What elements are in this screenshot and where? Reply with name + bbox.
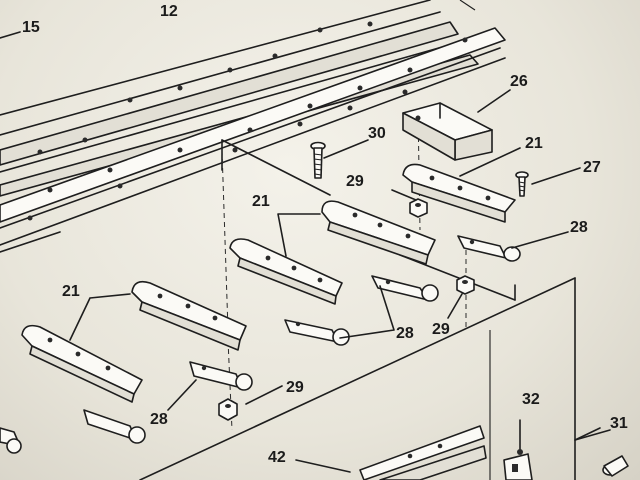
part-28-hinge-mid	[371, 275, 439, 302]
part-29-nut-right	[456, 275, 475, 295]
part-28-hinge-far-left	[0, 427, 22, 454]
callout-28-right: 28	[570, 219, 588, 236]
part-29-nut-upper	[409, 198, 428, 218]
callout-28-mid: 28	[396, 325, 414, 342]
leader-lines	[0, 31, 601, 473]
part-21-bar-center	[131, 280, 247, 351]
part-21-bar-upper-right	[402, 163, 516, 223]
callout-21-upper: 21	[525, 135, 543, 152]
part-28-hinge-lower-mid	[284, 319, 350, 346]
callout-26: 26	[510, 73, 528, 90]
top-rail-assembly	[0, 0, 506, 246]
part-42-rail	[359, 425, 487, 480]
side-panel-outline	[0, 139, 611, 480]
callout-30: 30	[368, 125, 386, 142]
callout-31: 31	[610, 415, 628, 432]
callout-28-lower: 28	[150, 411, 168, 428]
part-21-bar-mid-upper	[321, 200, 436, 265]
callout-21-left: 21	[62, 283, 80, 300]
callout-15: 15	[22, 19, 40, 36]
part-28-hinge-right	[457, 235, 521, 262]
callout-27: 27	[583, 159, 601, 176]
callout-29-lower: 29	[286, 379, 304, 396]
part-31-bolt	[602, 455, 629, 477]
callout-32: 32	[522, 391, 540, 408]
callout-42: 42	[268, 449, 286, 466]
part-21-bar-mid-lower	[229, 238, 343, 305]
part-29-nut-lower	[218, 398, 238, 421]
callout-12: 12	[160, 3, 178, 20]
callout-21-mid: 21	[252, 193, 270, 210]
part-30-screw	[310, 141, 326, 179]
part-21-bar-lower-left	[21, 324, 143, 403]
part-26-bracket	[402, 102, 493, 161]
callout-29-upper: 29	[346, 173, 364, 190]
part-28-hinge-center	[189, 361, 253, 391]
part-32-latch	[503, 419, 533, 480]
callout-labels: 15 12 26 30 21 27 29 21 28 21 28 29 29 2…	[22, 3, 628, 466]
part-27-screw	[515, 171, 529, 197]
part-28-hinge-lower-left	[83, 409, 146, 444]
callout-29-right: 29	[432, 321, 450, 338]
